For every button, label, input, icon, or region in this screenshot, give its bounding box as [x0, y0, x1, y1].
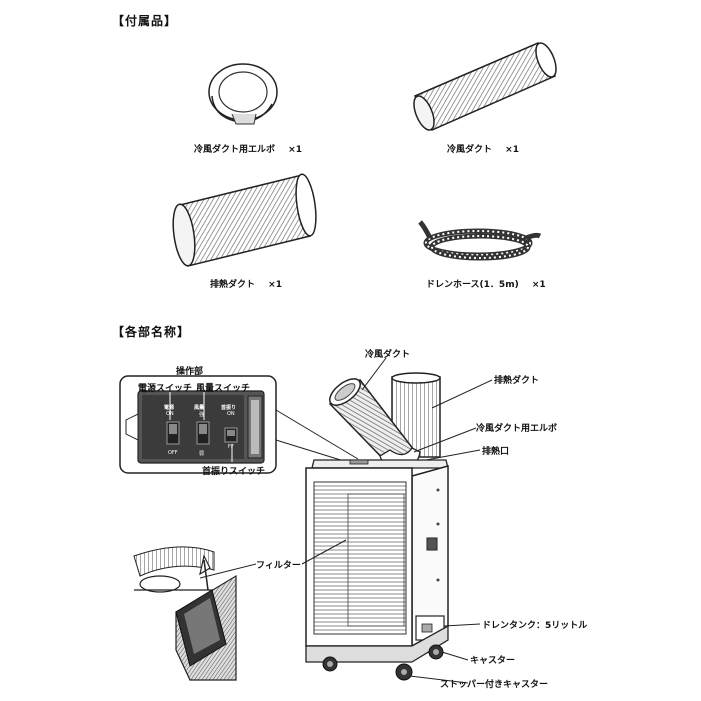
label-stopper-caster: ストッパー付きキャスター [440, 680, 549, 690]
sw-fan-strong: 強 [199, 412, 205, 418]
label-drain-tank: ドレンタンク：5リットル [482, 621, 588, 631]
sw-power-text: 電源 [164, 405, 175, 411]
sw-fan-text: 風量 [194, 405, 205, 411]
accessory-qty: ×1 [288, 145, 302, 155]
sw-power-off: OFF [168, 450, 178, 456]
accessory-qty: ×1 [531, 280, 546, 290]
accessory-qty: ×1 [268, 280, 282, 290]
label-caster: キャスター [470, 656, 516, 666]
accessory-caption-drain-hose: ドレンホース(1．5m) ×1 [426, 277, 546, 290]
label-cold-duct: 冷風ダクト [365, 350, 411, 360]
accessory-name: 冷風ダクト用エルボ [194, 145, 276, 155]
elbow-illustration [208, 63, 278, 125]
label-exhaust-port: 排熱口 [482, 447, 510, 457]
accessory-caption-elbow: 冷風ダクト用エルボ ×1 [194, 142, 302, 155]
accessory-name: ドレンホース(1．5m) [426, 280, 519, 290]
swing-switch-label: 首振りスイッチ [202, 467, 266, 477]
fan-switch-label: 風量スイッチ [196, 384, 251, 394]
label-exhaust-duct: 排熱ダクト [494, 376, 540, 386]
sw-fan-weak: 弱 [199, 451, 205, 457]
parts-header: 【各部名称】 [112, 325, 191, 339]
control-panel-callout [119, 375, 361, 474]
label-leaders [301, 357, 493, 684]
label-filter: フィルター [256, 561, 301, 571]
accessory-qty: ×1 [505, 145, 519, 155]
sw-swing-text: 首振り [221, 405, 237, 411]
accessory-name: 排熱ダクト [210, 280, 256, 290]
spot-cooler-unit [305, 372, 449, 681]
cold-duct-illustration [413, 42, 557, 131]
drain-hose-illustration [418, 220, 542, 261]
accessory-caption-exhaust-duct: 排熱ダクト ×1 [210, 277, 282, 290]
exhaust-duct-illustration [172, 173, 317, 267]
filter-inset [133, 544, 257, 681]
panel-title: 操作部 [176, 367, 204, 377]
label-elbow: 冷風ダクト用エルボ [476, 424, 558, 434]
accessories-header: 【付属品】 [112, 14, 178, 28]
accessory-name: 冷風ダクト [447, 145, 493, 155]
accessory-caption-cold-duct: 冷風ダクト ×1 [447, 142, 519, 155]
sw-power-on: ON [166, 411, 174, 417]
sw-swing-ff: FF [228, 444, 234, 450]
power-switch-label: 電源スイッチ [138, 384, 193, 394]
sw-swing-on: ON [227, 411, 235, 417]
